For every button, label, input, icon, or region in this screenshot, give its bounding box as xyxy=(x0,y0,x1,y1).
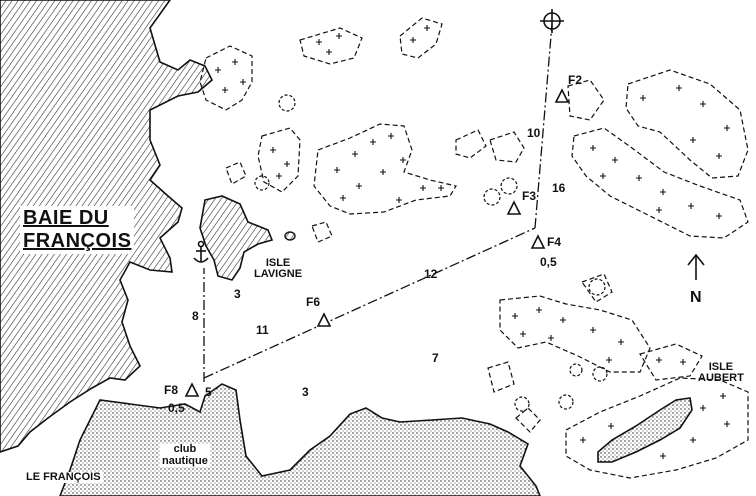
beacon-f6-icon xyxy=(316,312,332,327)
depth-sounding: 3 xyxy=(234,287,241,301)
north-label: N xyxy=(690,289,702,306)
le-francois-label: LE FRANÇOIS xyxy=(24,471,103,483)
beacon-f8-depth: 0,5 xyxy=(168,401,185,415)
isle-aubert-label: ISLE AUBERT xyxy=(698,361,744,384)
isle-aubert-land xyxy=(597,397,693,463)
beacon-f4-icon xyxy=(530,234,546,249)
islet-rock xyxy=(284,231,296,241)
north-arrow-icon xyxy=(687,253,705,280)
beacon-icons xyxy=(184,88,570,397)
beacon-f8-icon xyxy=(184,382,200,397)
circled-rocks xyxy=(254,94,608,412)
beacon-f4-label: F4 xyxy=(547,235,562,249)
depth-sounding: 8 xyxy=(192,309,199,323)
beacon-f2-label: F2 xyxy=(568,73,583,87)
depth-sounding: 12 xyxy=(424,267,438,281)
depth-sounding: 3 xyxy=(302,385,309,399)
baie-du-francois-label: BAIE DU FRANÇOIS xyxy=(20,206,135,254)
south-coast-land xyxy=(59,383,541,496)
rock-crosses xyxy=(215,25,730,459)
beacon-f8-label: F8 xyxy=(164,383,179,397)
anchor-icon xyxy=(193,240,209,263)
isle-lavigne-label: ISLE LAVIGNE xyxy=(254,257,303,280)
beacon-f6-label: F6 xyxy=(306,295,321,309)
beacon-f4-depth: 0,5 xyxy=(540,255,557,269)
beacon-f2-icon xyxy=(554,88,570,103)
route-lines xyxy=(203,23,553,382)
depth-sounding: 7 xyxy=(432,351,439,365)
waypoint-target-icon xyxy=(540,9,564,33)
depth-sounding: 16 xyxy=(552,181,566,195)
depth-sounding: 5 xyxy=(205,385,212,399)
beacon-f3-icon xyxy=(506,200,522,215)
isle-lavigne-land xyxy=(199,195,274,281)
reefs xyxy=(199,17,749,479)
depth-sounding: 10 xyxy=(527,126,541,140)
club-nautique-label: club nautique xyxy=(160,443,210,468)
beacon-f3-label: F3 xyxy=(522,189,537,203)
depth-sounding: 11 xyxy=(256,323,269,337)
